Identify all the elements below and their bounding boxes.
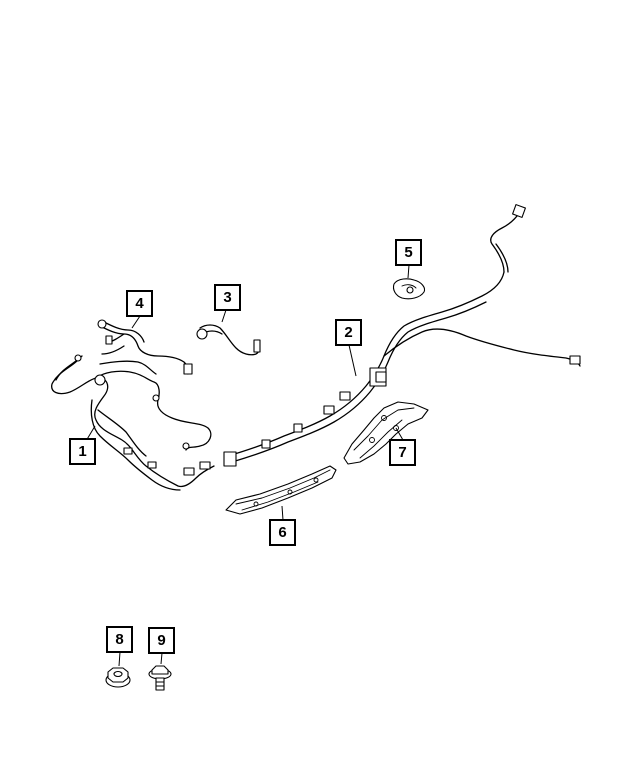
callout-1: 1	[69, 438, 96, 465]
leader-6	[281, 505, 284, 521]
part-9-bolt[interactable]	[148, 665, 172, 691]
callout-2-label: 2	[344, 324, 352, 341]
part-2-harness[interactable]	[223, 204, 581, 467]
part-1-harness[interactable]	[51, 345, 215, 491]
callout-4-label: 4	[135, 295, 144, 312]
callout-7: 7	[389, 439, 416, 466]
callout-3: 3	[214, 284, 241, 311]
callout-8: 8	[106, 626, 133, 653]
callout-1-label: 1	[78, 443, 86, 460]
part-3-harness[interactable]	[196, 324, 261, 356]
part-6-shield[interactable]	[225, 465, 337, 515]
callout-6-label: 6	[278, 524, 286, 541]
callout-8-label: 8	[115, 631, 123, 648]
leader-8	[118, 651, 121, 667]
part-7-bracket[interactable]	[343, 401, 429, 465]
callout-5: 5	[395, 239, 422, 266]
callout-4: 4	[126, 290, 153, 317]
part-5-clip[interactable]	[392, 278, 426, 300]
callout-7-label: 7	[398, 444, 406, 461]
leader-5	[407, 264, 410, 279]
callout-5-label: 5	[404, 244, 412, 261]
part-4-harness[interactable]	[97, 319, 193, 375]
leader-2	[348, 344, 357, 377]
callout-9: 9	[148, 627, 175, 654]
leader-4	[131, 315, 141, 329]
part-8-nut[interactable]	[105, 667, 131, 688]
leader-3	[221, 309, 227, 323]
callout-2: 2	[335, 319, 362, 346]
callout-3-label: 3	[223, 289, 231, 306]
leader-9	[160, 652, 163, 665]
leader-7	[395, 427, 404, 441]
callout-6: 6	[269, 519, 296, 546]
callout-9-label: 9	[157, 632, 165, 649]
